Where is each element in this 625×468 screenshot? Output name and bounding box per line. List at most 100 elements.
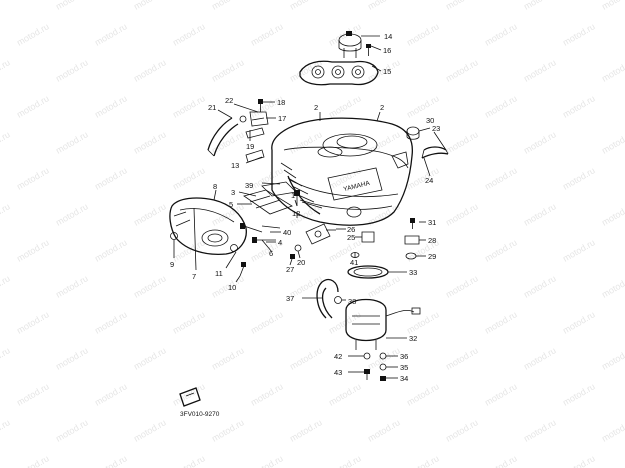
watermark-text: motod.ru <box>93 165 129 191</box>
watermark-text: motod.ru <box>0 57 12 83</box>
watermark-text: motod.ru <box>288 345 324 371</box>
watermark-text: motod.ru <box>54 57 90 83</box>
part-label: 34 <box>400 374 408 383</box>
part-label: 18 <box>277 98 285 107</box>
watermark-text: motod.ru <box>561 165 597 191</box>
grommet-11 <box>230 244 238 252</box>
watermark-text: motod.ru <box>15 309 51 335</box>
watermark-text: motod.ru <box>444 0 480 12</box>
watermark-text: motod.ru <box>600 0 625 12</box>
watermark-text: motod.ru <box>483 93 519 119</box>
part-label: 33 <box>409 268 417 277</box>
watermark-text: motod.ru <box>600 273 625 299</box>
watermark-text: motod.ru <box>444 201 480 227</box>
watermark-text: motod.ru <box>600 129 625 155</box>
watermark-text: motod.ru <box>0 0 12 12</box>
watermark-text: motod.ru <box>210 417 246 443</box>
part-label: 22 <box>225 96 233 105</box>
part-label: 5 <box>229 200 233 209</box>
watermark-text: motod.ru <box>132 417 168 443</box>
watermark-text: motod.ru <box>561 381 597 407</box>
grommet-9 <box>170 232 178 240</box>
part-label: 10 <box>228 283 236 292</box>
watermark-text: motod.ru <box>561 21 597 47</box>
drawing-code: 3FV010-9270 <box>180 411 220 418</box>
watermark-text: motod.ru <box>366 273 402 299</box>
damper-28 <box>404 235 420 245</box>
screw-18 <box>258 99 263 112</box>
watermark-text: motod.ru <box>522 417 558 443</box>
watermark-text: motod.ru <box>522 57 558 83</box>
bolt-6 <box>240 223 263 233</box>
hose-fitting-22 <box>239 115 247 123</box>
part-label: 29 <box>428 252 436 261</box>
part-label: 13 <box>231 161 239 170</box>
part-label: 20 <box>297 258 305 267</box>
watermark-text: motod.ru <box>249 309 285 335</box>
part-label: 41 <box>350 258 358 267</box>
part-label: 36 <box>400 352 408 361</box>
watermark-text: motod.ru <box>288 417 324 443</box>
part-label: 26 <box>347 225 355 234</box>
fuel-tank: YAMAHA <box>271 117 414 226</box>
watermark-text: motod.ru <box>132 345 168 371</box>
watermark-text: motod.ru <box>483 21 519 47</box>
part-label: 9 <box>170 260 174 269</box>
part-label: 11 <box>215 269 223 278</box>
watermark-text: motod.ru <box>249 453 285 468</box>
part-label: 19 <box>246 142 254 151</box>
watermark-text: motod.ru <box>405 309 441 335</box>
watermark-text: motod.ru <box>54 0 90 12</box>
watermark-text: motod.ru <box>327 381 363 407</box>
watermark-text: motod.ru <box>15 453 51 468</box>
part-label: 17 <box>278 114 286 123</box>
washer-42 <box>363 352 371 360</box>
watermark-text: motod.ru <box>210 57 246 83</box>
watermark-text: motod.ru <box>132 201 168 227</box>
watermark-text: motod.ru <box>483 309 519 335</box>
part-label: 39 <box>245 181 253 190</box>
screw-31 <box>410 218 415 229</box>
watermark-text: motod.ru <box>93 21 129 47</box>
watermark-text: motod.ru <box>0 129 12 155</box>
part-label: 27 <box>286 265 294 274</box>
watermark-text: motod.ru <box>522 273 558 299</box>
tank-pad <box>299 60 379 86</box>
gasket-33 <box>347 265 389 279</box>
watermark-text: motod.ru <box>93 453 129 468</box>
bolt-12 <box>294 190 300 206</box>
fuel-sender-unit <box>345 298 421 350</box>
watermark-text: motod.ru <box>54 345 90 371</box>
breather-hose <box>207 117 239 157</box>
part-label: 30 <box>426 116 434 125</box>
watermark-text: motod.ru <box>54 129 90 155</box>
watermark-text: motod.ru <box>561 453 597 468</box>
fuel-cap <box>338 31 362 58</box>
watermark-text: motod.ru <box>132 129 168 155</box>
bolt-27 <box>290 254 295 259</box>
watermark-text: motod.ru <box>444 273 480 299</box>
watermark-text: motod.ru <box>600 201 625 227</box>
watermark-text: motod.ru <box>171 165 207 191</box>
watermark-text: motod.ru <box>444 345 480 371</box>
bolt-4 <box>252 237 276 243</box>
watermark-text: motod.ru <box>444 129 480 155</box>
watermark-text: motod.ru <box>15 381 51 407</box>
part-label: 40 <box>283 228 291 237</box>
leader-lines <box>173 35 447 379</box>
watermark-text: motod.ru <box>366 0 402 12</box>
part-label: 7 <box>192 272 196 281</box>
watermark-text: motod.ru <box>93 309 129 335</box>
watermark-text: motod.ru <box>366 417 402 443</box>
part-label: 24 <box>425 176 433 185</box>
watermark-text: motod.ru <box>483 165 519 191</box>
part-label: 14 <box>384 32 392 41</box>
watermark-text: motod.ru <box>327 453 363 468</box>
watermark-text: motod.ru <box>54 201 90 227</box>
watermark-text: motod.ru <box>249 165 285 191</box>
part-label: 35 <box>400 363 408 372</box>
bolt-40 <box>261 225 281 229</box>
badge-icon <box>179 387 201 407</box>
watermark-text: motod.ru <box>0 273 12 299</box>
